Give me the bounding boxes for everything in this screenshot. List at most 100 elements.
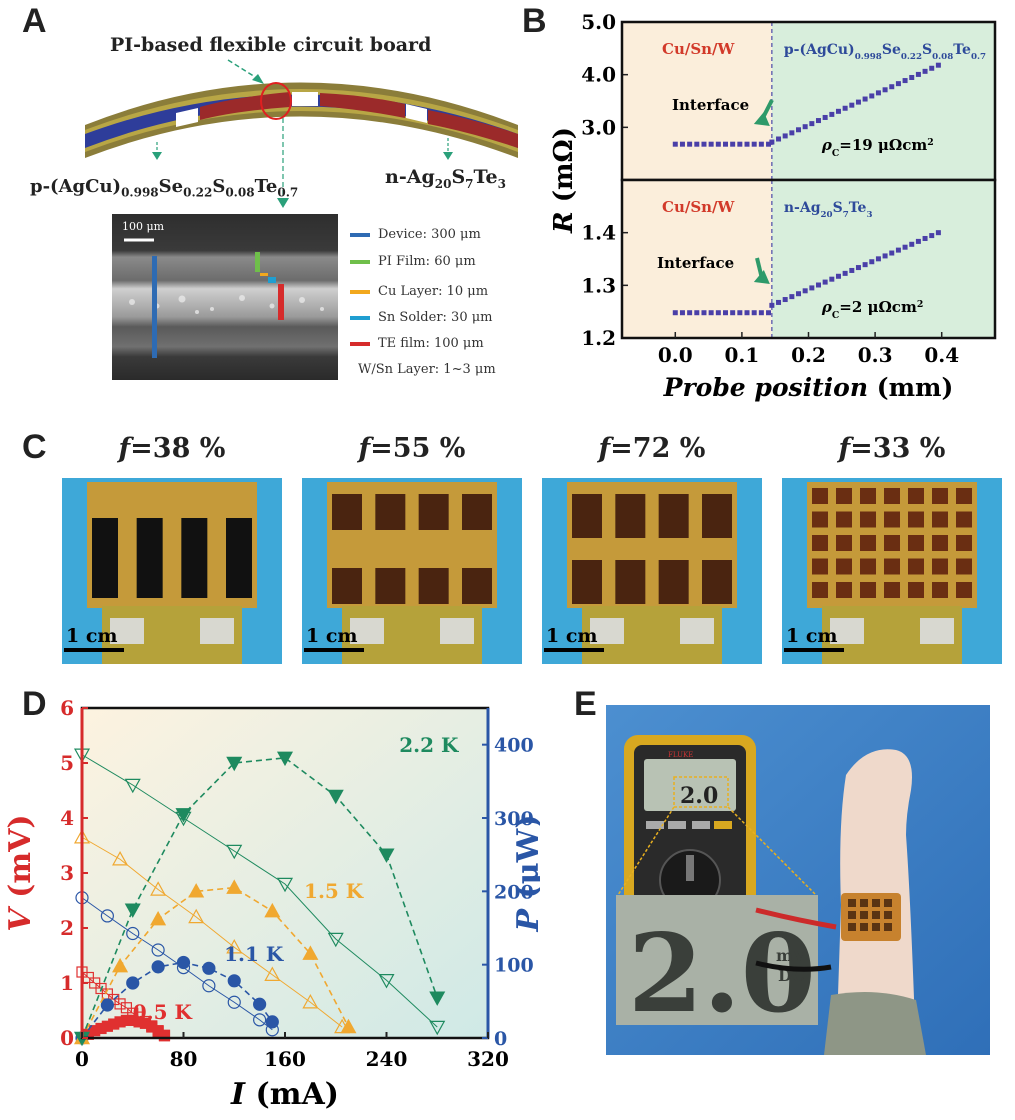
te-leg (658, 560, 689, 604)
data-point (829, 276, 835, 282)
te-leg (860, 558, 876, 575)
te-leg (836, 558, 852, 575)
y-left-tick-label: 6 (60, 696, 74, 720)
series-label: 1.5 K (304, 879, 364, 903)
te-leg (884, 511, 900, 528)
data-point (802, 124, 808, 130)
data-point (126, 976, 140, 990)
x-tick-label: 80 (170, 1047, 198, 1071)
interface-arrow-head (753, 112, 770, 126)
legend-item-device: Device: 300 μm (350, 227, 481, 242)
x-tick-label: 0.3 (858, 343, 893, 367)
data-point (849, 102, 855, 108)
y-right-tick-label: 100 (494, 955, 534, 977)
x-tick-label: 160 (264, 1047, 306, 1071)
photo-2-coverage-title: f=55 % (358, 433, 466, 464)
panel-d-iv-power-chart: 0.5 K1.1 K1.5 K2.2 K01234560100200300400… (3, 696, 540, 1112)
photo-1-coverage-title: f=38 % (118, 433, 226, 464)
contact-pad (920, 618, 954, 644)
data-point (862, 96, 868, 102)
data-point (112, 851, 129, 866)
p-type-material-label: p-(AgCu)0.998Se0.22S0.08Te0.7 (30, 176, 299, 200)
y-tick-label: 1.4 (581, 221, 616, 245)
x-tick-label: 0.2 (791, 343, 826, 367)
te-region-label: p-(AgCu)0.998Se0.22S0.08Te0.7 (784, 42, 986, 62)
te-leg (375, 494, 406, 530)
data-point (796, 291, 802, 297)
data-point (150, 910, 167, 926)
te-leg (812, 558, 828, 575)
data-point (835, 108, 841, 114)
data-point (679, 310, 685, 316)
multimeter-brand: FLUKE (668, 751, 693, 759)
data-point (909, 241, 915, 247)
data-point (151, 943, 165, 957)
te-leg (836, 511, 852, 528)
data-point (429, 1020, 446, 1036)
data-point (264, 902, 281, 918)
data-point (915, 71, 921, 77)
te-leg (884, 488, 900, 504)
te-leg (860, 488, 876, 504)
data-point (855, 99, 861, 105)
y-left-tick-label: 3 (60, 861, 74, 885)
panel-letter-e: E (574, 685, 597, 723)
y-right-tick-label: 200 (494, 881, 534, 903)
data-point (226, 939, 243, 954)
y-axis-label: R (mΩ) (549, 127, 579, 234)
te-leg (908, 535, 924, 551)
data-point (226, 756, 243, 772)
y-left-tick-label: 1 (60, 971, 74, 995)
data-point (124, 778, 141, 794)
flexible-board-diagram (85, 59, 518, 208)
panel-a-title: PI-based flexible circuit board (110, 34, 432, 56)
te-leg (956, 535, 972, 551)
data-point (327, 932, 344, 948)
x-tick-label: 240 (366, 1047, 408, 1071)
data-point (687, 310, 693, 316)
data-point (895, 247, 901, 253)
te-leg (702, 494, 732, 538)
data-point (796, 127, 802, 133)
data-point (114, 998, 126, 1010)
te-leg (956, 582, 972, 598)
te-leg (836, 488, 852, 504)
te-leg (956, 488, 972, 504)
te-leg (226, 518, 252, 598)
data-point (672, 141, 678, 147)
sem-cross-section-image (112, 214, 338, 380)
data-point (679, 141, 685, 147)
te-region-shade (771, 180, 995, 338)
data-point (889, 84, 895, 90)
data-point (766, 141, 772, 147)
data-point (935, 62, 941, 68)
te-leg (572, 494, 602, 538)
data-point (829, 111, 835, 117)
y-right-axis-label: P (μW) (511, 814, 540, 932)
data-point (782, 297, 788, 303)
te-leg (932, 558, 948, 575)
data-point (730, 310, 736, 316)
contact-resistivity-label: ρC=2 μΩcm2 (821, 298, 923, 321)
te-leg (615, 560, 646, 604)
panel-letter-b: B (522, 2, 547, 40)
data-point (766, 310, 772, 316)
data-point (722, 310, 728, 316)
te-region-shade (771, 22, 995, 180)
data-point (694, 141, 700, 147)
data-point (862, 262, 868, 268)
te-leg (702, 560, 732, 604)
data-point (769, 302, 775, 308)
data-point (751, 310, 757, 316)
data-point (158, 1030, 171, 1042)
te-leg (860, 535, 876, 551)
data-point (822, 114, 828, 120)
legend-item-wsn-layer: W/Sn Layer: 1~3 μm (358, 362, 496, 377)
data-point (378, 974, 395, 989)
x-axis-label: I (mA) (230, 1077, 339, 1112)
te-leg (932, 582, 948, 598)
cu-region-shade (622, 22, 772, 180)
te-leg (418, 568, 449, 604)
data-point (915, 238, 921, 244)
data-point (100, 998, 114, 1012)
